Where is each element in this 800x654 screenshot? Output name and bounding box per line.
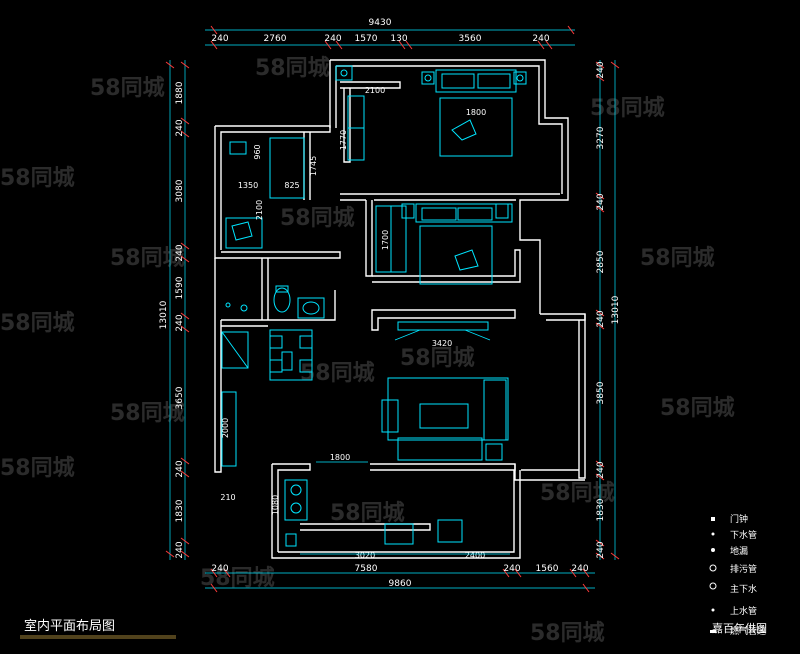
watermark: 58同城 [330,500,405,526]
right-dim: 240 [596,61,606,78]
watermark: 58同城 [590,95,665,121]
watermark: 58同城 [110,245,185,271]
main-drain-icon [709,582,717,590]
inner-dim: 825 [284,181,299,190]
top-dim: 240 [532,34,549,44]
right-dim: 240 [596,541,606,558]
legend-item: 下水管 [730,529,757,541]
watermark: 58同城 [660,395,735,421]
left-dimensions: 1880 240 3080 240 1590 240 3650 240 1830… [159,81,185,558]
right-dim: 240 [596,310,606,327]
furniture [221,65,527,547]
plan-title: 室内平面布局图 [24,618,115,634]
inner-dim: 1350 [238,181,258,190]
left-dim: 240 [175,460,185,477]
legend-item: 燃气管道 [730,625,766,637]
left-total-dim: 13010 [159,300,169,329]
watermark: 58同城 [300,360,375,386]
left-dim: 1590 [175,276,185,299]
gas-pipe-icon [710,630,716,633]
right-dim: 2850 [596,250,606,273]
watermark: 58同城 [0,165,75,191]
right-dim: 3850 [596,381,606,404]
watermark: 58同城 [255,55,330,81]
top-dim: 2760 [264,34,287,44]
inner-dimensions: 2100 1800 1770 960 1745 1350 825 2100 17… [220,86,510,560]
left-dim: 1830 [175,499,185,522]
legend-item: 门钟 [730,513,748,525]
water-supply-icon [711,608,715,612]
watermark: 58同城 [540,480,615,506]
left-dim: 3650 [175,386,185,409]
top-dim: 3560 [459,34,482,44]
right-dim: 3270 [596,126,606,149]
inner-dim: 3420 [432,339,452,348]
top-dim: 130 [390,34,407,44]
door-bell-icon [711,517,715,521]
legend-item: 地漏 [730,545,748,557]
watermark: 58同城 [110,400,185,426]
bottom-dim: 1560 [536,564,559,574]
bottom-dim: 7580 [355,564,378,574]
inner-dim: 2400 [465,551,485,560]
inner-dim: 3020 [355,551,375,560]
left-dim: 3080 [175,179,185,202]
left-dim: 1880 [175,81,185,104]
bottom-dimensions: 240 7580 240 1560 240 9860 [211,564,588,589]
inner-dim: 1770 [339,130,348,150]
watermark: 58同城 [0,310,75,336]
walls [214,59,586,559]
inner-dim: 2000 [221,418,230,438]
watermark: 58同城 [640,245,715,271]
watermark: 58同城 [0,455,75,481]
left-dim: 240 [175,119,185,136]
watermark: 58同城 [280,205,355,231]
inner-dim: 1700 [381,230,390,250]
bottom-dim: 240 [211,564,228,574]
legend-item: 排污管 [730,563,757,575]
inner-dim: 1745 [309,156,318,176]
plan-title-block: 室内平面布局图 [20,618,176,639]
top-total-dim: 9430 [369,18,392,28]
inner-dim: 210 [220,493,235,502]
watermark: 58同城 [400,345,475,371]
dimension-lines [165,25,620,593]
bottom-dim: 240 [503,564,520,574]
inner-dim: 2100 [365,86,385,95]
inner-dim: 1080 [271,495,280,515]
inner-dim: 1800 [330,453,350,462]
top-dim: 1570 [355,34,378,44]
watermark: 58同城 [530,620,605,646]
bottom-dim: 240 [571,564,588,574]
left-dim: 240 [175,244,185,261]
inner-dim: 2100 [255,200,264,220]
legend-item: 上水管 [730,605,757,617]
bottom-total-dim: 9860 [389,579,412,589]
top-dimensions: 9430 240 2760 240 1570 130 3560 240 [211,18,549,44]
left-dim: 240 [175,541,185,558]
left-dim: 240 [175,314,185,331]
watermark: 58同城 [90,75,165,101]
sewage-pipe-icon [709,564,717,572]
right-dim: 240 [596,193,606,210]
inner-dim: 1800 [466,108,486,117]
right-dim: 240 [596,461,606,478]
inner-dim: 960 [253,144,262,159]
top-dim: 240 [211,34,228,44]
floor-drain-icon [711,548,715,552]
top-dim: 240 [324,34,341,44]
drain-pipe-icon [711,532,715,536]
legend-item: 主下水 [730,583,757,595]
right-total-dim: 13010 [611,295,621,324]
right-dim: 1830 [596,498,606,521]
legend: 门钟 下水管 地漏 排污管 主下水 上水管 燃气管道 嘉百年供图 [709,513,767,637]
brand-label: 嘉百年供图 [712,621,767,635]
right-dimensions: 240 3270 240 2850 240 3850 240 1830 240 … [596,61,621,558]
